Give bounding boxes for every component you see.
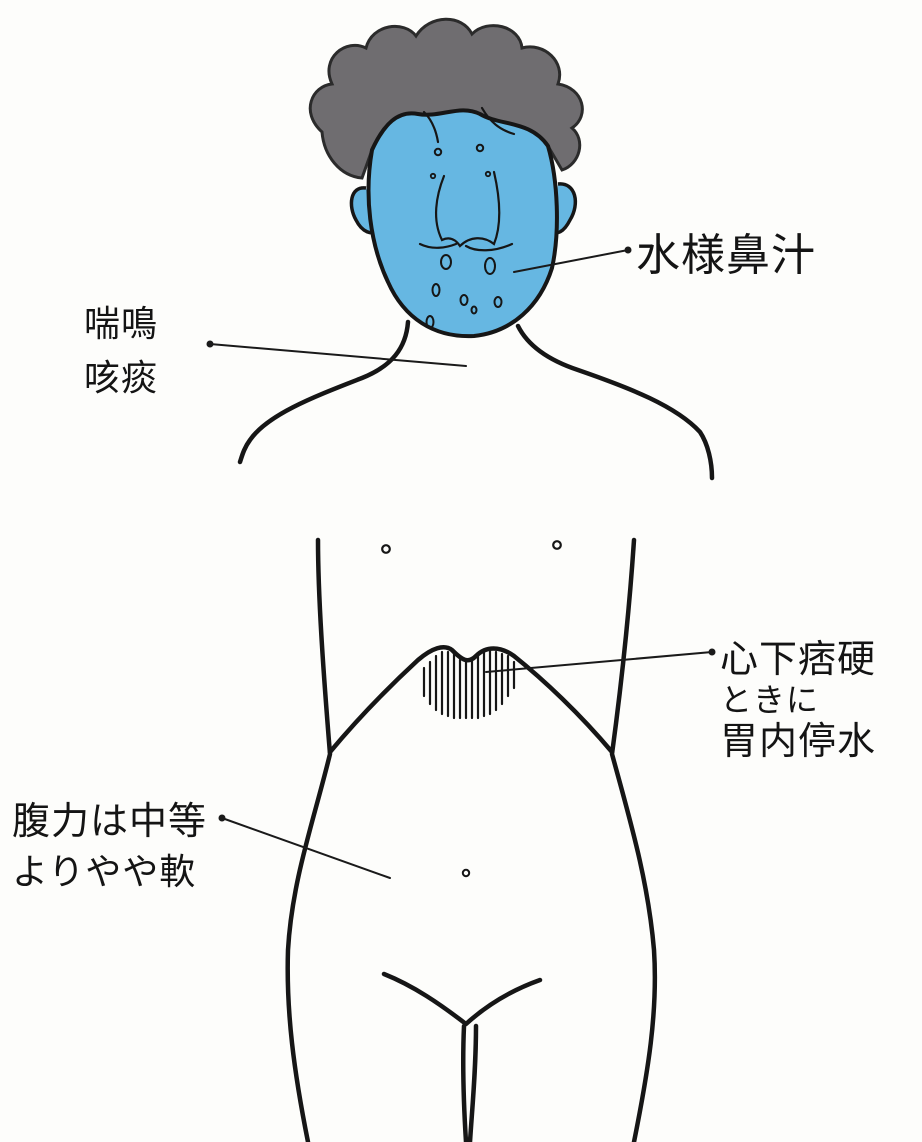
label-epigastric-line2: ときに <box>720 680 819 720</box>
leader-dot-abdominal <box>219 815 226 822</box>
label-abdominal-line2: よりやや軟 <box>12 850 196 895</box>
navel <box>463 870 469 876</box>
label-wheeze: 喘鳴 <box>84 302 158 347</box>
label-epigastric-line3: 胃内停水 <box>720 718 876 766</box>
leader-dot-nasal <box>625 247 632 254</box>
leader-dot-epigastric <box>709 649 716 656</box>
label-abdominal-line1: 腹力は中等 <box>12 798 207 846</box>
leader-line-wheeze <box>210 344 466 366</box>
groin-line <box>384 974 540 1024</box>
label-cough-sputum: 咳痰 <box>84 356 158 401</box>
leader-line-abdominal <box>222 818 390 878</box>
inner-thigh-left <box>463 1026 466 1142</box>
face <box>369 110 557 336</box>
right-torso-line <box>612 540 655 1142</box>
right-neck-shoulder <box>518 326 712 478</box>
right-nipple <box>553 541 561 549</box>
left-torso-line <box>288 540 330 1142</box>
inner-thigh-right <box>470 1026 476 1142</box>
label-epigastric-line1: 心下痞硬 <box>720 636 876 684</box>
left-nipple <box>382 545 390 553</box>
leader-dot-wheeze <box>207 341 214 348</box>
left-neck-shoulder <box>240 322 408 462</box>
label-watery-nasal-discharge: 水様鼻汁 <box>636 228 816 283</box>
